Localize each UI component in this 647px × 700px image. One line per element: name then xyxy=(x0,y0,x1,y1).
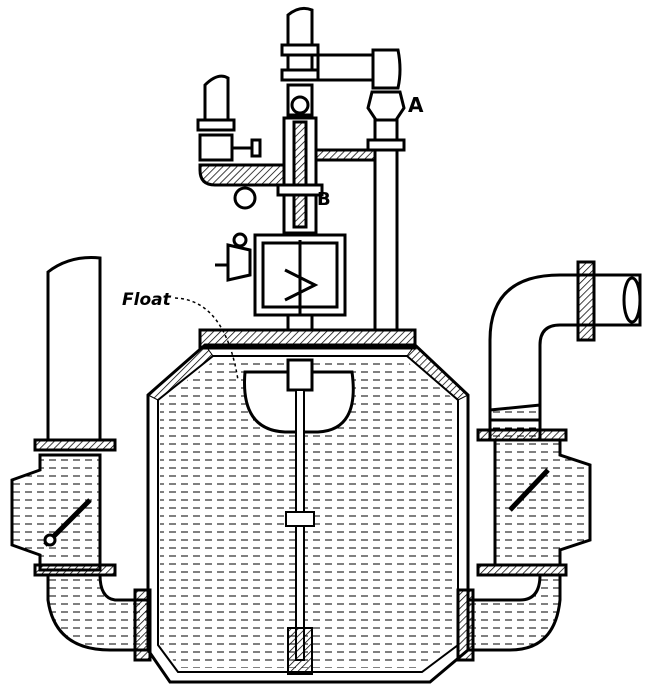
float-rod xyxy=(285,389,315,675)
top-piping xyxy=(196,6,406,332)
label-b: B xyxy=(317,189,331,210)
left-inlet-pipe xyxy=(10,256,152,662)
label-a: A xyxy=(408,93,424,117)
right-outlet-pipe xyxy=(456,260,642,662)
label-float: Float xyxy=(122,290,172,310)
